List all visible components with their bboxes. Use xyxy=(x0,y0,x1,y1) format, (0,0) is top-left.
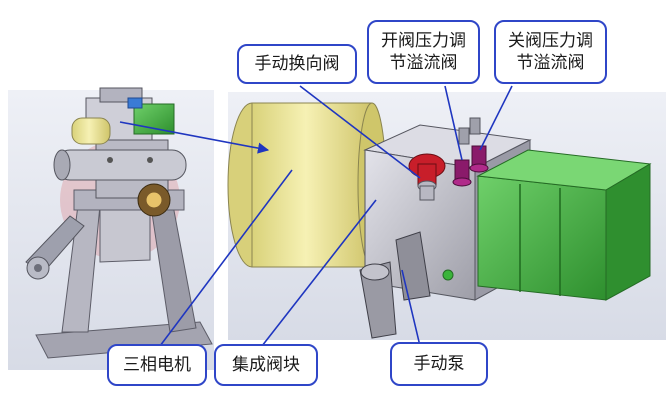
callout-manifold: 集成阀块 xyxy=(214,344,318,386)
leader-line-hand-pump xyxy=(401,269,421,347)
callout-open-relief-line2: 节溢流阀 xyxy=(389,53,458,73)
callout-manual-valve-text: 手动换向阀 xyxy=(254,54,340,74)
callout-close-relief-line1: 关阀压力调 xyxy=(508,31,593,51)
leader-line-manifold xyxy=(261,199,377,347)
callout-open-relief-line1: 开阀压力调 xyxy=(381,31,466,51)
leader-line-assembly xyxy=(119,121,270,154)
leader-line-open-relief xyxy=(444,85,463,161)
callout-manual-valve: 手动换向阀 xyxy=(237,44,357,84)
callout-motor-text: 三相电机 xyxy=(123,355,191,375)
leader-line-close-relief xyxy=(479,85,513,151)
callout-hand-pump-text: 手动泵 xyxy=(413,354,465,374)
assembled-machine xyxy=(25,87,213,359)
callout-close-relief-line2: 节溢流阀 xyxy=(516,53,585,73)
callout-close-relief-valve: 关阀压力调 节溢流阀 xyxy=(494,20,607,84)
callout-open-relief-valve: 开阀压力调 节溢流阀 xyxy=(367,20,480,84)
callout-hand-pump: 手动泵 xyxy=(390,342,488,386)
callout-motor: 三相电机 xyxy=(107,344,207,386)
leader-line-motor xyxy=(159,169,293,347)
leader-line-manual-valve xyxy=(299,85,421,179)
callout-manifold-text: 集成阀块 xyxy=(232,355,300,375)
leader-lines xyxy=(119,85,513,347)
